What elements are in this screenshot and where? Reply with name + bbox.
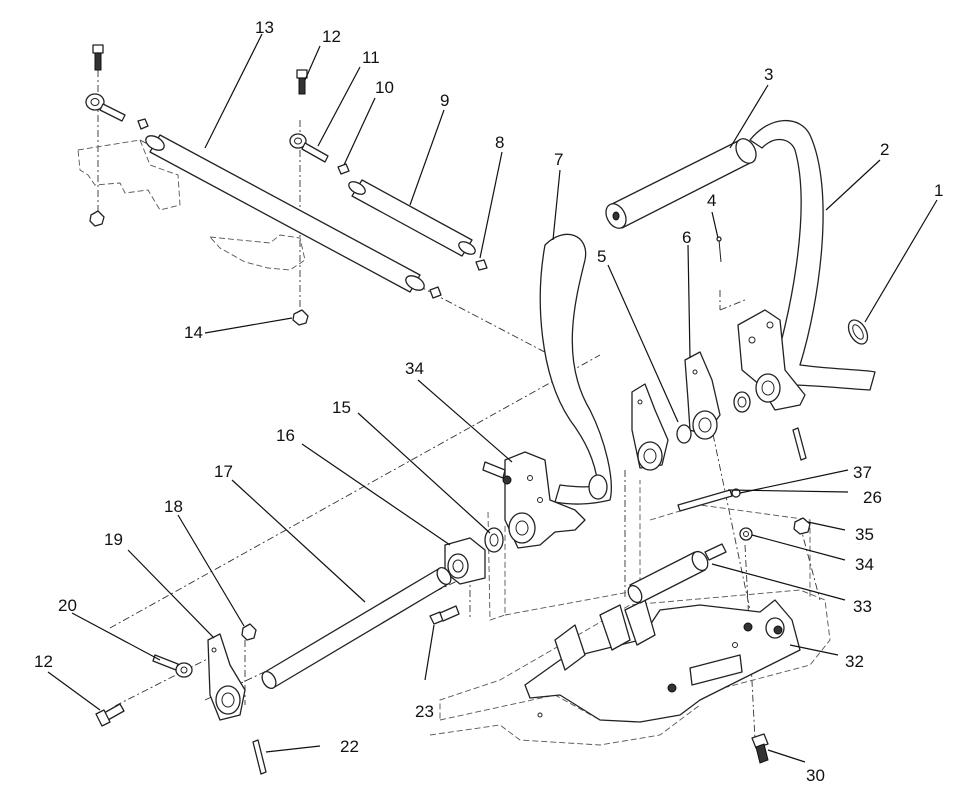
roll-pin-right xyxy=(792,427,807,461)
part-32-base-plate xyxy=(524,599,801,723)
right-small-hardware xyxy=(677,488,811,541)
part-33-cylinder xyxy=(627,543,727,604)
part-7-pedal-tube xyxy=(539,233,612,505)
callout-labels: 1 2 3 4 5 6 7 8 9 10 11 12 13 14 15 16 1… xyxy=(34,18,943,785)
part-20-eye-bolt xyxy=(152,654,193,678)
callout-4: 4 xyxy=(707,191,716,210)
upper-hardware xyxy=(85,44,488,326)
callout-6: 6 xyxy=(682,228,691,247)
part-18-nut xyxy=(241,623,257,641)
part-6-arm xyxy=(684,351,721,440)
callout-16: 16 xyxy=(276,426,295,445)
part-12-bolt-lower xyxy=(95,703,125,727)
callout-17: 17 xyxy=(214,462,233,481)
part-9-short-rod xyxy=(348,179,476,257)
part-3-tube xyxy=(605,138,757,229)
callout-9: 9 xyxy=(440,91,449,110)
callout-35: 35 xyxy=(855,525,874,544)
callout-3: 3 xyxy=(764,65,773,84)
part-5-arm xyxy=(631,383,692,471)
callout-23: 23 xyxy=(415,702,434,721)
part-23-bolt xyxy=(429,605,460,625)
part-17-shaft xyxy=(261,566,452,690)
part-13-long-rod xyxy=(145,134,425,293)
callout-2: 2 xyxy=(880,140,889,159)
callout-18: 18 xyxy=(164,497,183,516)
callout-12-upper: 12 xyxy=(322,27,341,46)
part-1-ring xyxy=(847,319,869,345)
callout-34-right: 34 xyxy=(855,555,874,574)
part-19-lower-arm xyxy=(207,633,246,721)
part-16-bushing xyxy=(444,537,486,585)
callout-1: 1 xyxy=(934,181,943,200)
part-34-pedal-bracket xyxy=(482,451,586,549)
leader-lines xyxy=(47,33,938,763)
callout-37: 37 xyxy=(853,463,872,482)
part-22-roll-pin xyxy=(252,739,267,775)
callout-22: 22 xyxy=(340,737,359,756)
callout-5: 5 xyxy=(597,247,606,266)
callout-20: 20 xyxy=(58,596,77,615)
callout-26: 26 xyxy=(863,488,882,507)
callout-7: 7 xyxy=(554,150,563,169)
callout-30: 30 xyxy=(806,766,825,785)
callout-32: 32 xyxy=(845,652,864,671)
callout-10: 10 xyxy=(375,78,394,97)
right-pedal-bracket xyxy=(733,309,806,413)
callout-14: 14 xyxy=(184,323,203,342)
callout-19: 19 xyxy=(104,530,123,549)
callout-8: 8 xyxy=(495,133,504,152)
callout-33: 33 xyxy=(853,597,872,616)
part-30-bolt xyxy=(751,733,769,764)
part-15-washer xyxy=(484,527,504,553)
callout-15: 15 xyxy=(332,398,351,417)
callout-34-left: 34 xyxy=(405,359,424,378)
callout-13: 13 xyxy=(255,18,274,37)
part-4-cotter-pin xyxy=(716,236,722,263)
callout-12-lower: 12 xyxy=(34,652,53,671)
part-2-pedal-tube xyxy=(749,119,876,391)
callout-11: 11 xyxy=(362,48,380,67)
